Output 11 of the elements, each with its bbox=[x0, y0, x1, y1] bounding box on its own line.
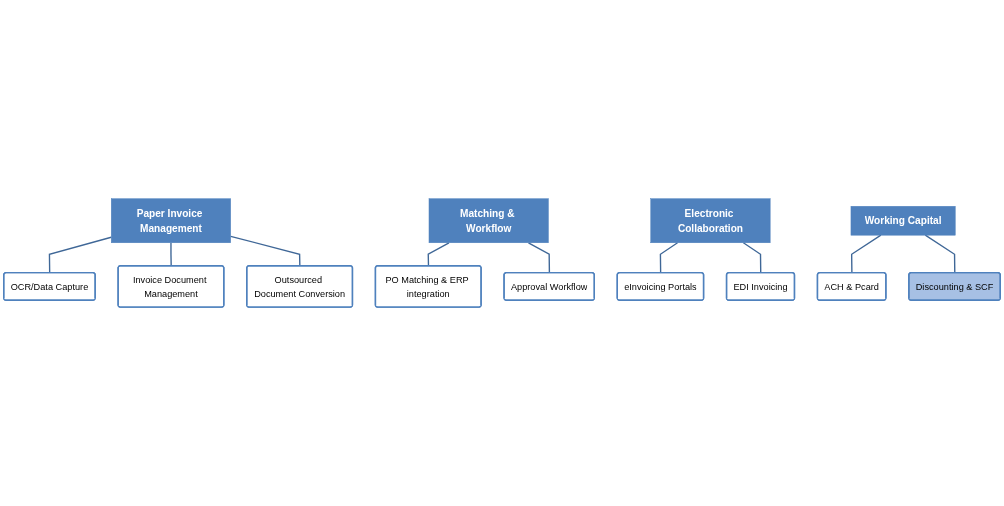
node-box: Paper Invoice Management bbox=[111, 198, 231, 244]
connector bbox=[924, 234, 956, 274]
connector bbox=[850, 234, 882, 274]
node-box: Matching & Workflow bbox=[428, 198, 549, 244]
connector bbox=[230, 235, 301, 267]
connector bbox=[742, 242, 762, 274]
connector bbox=[48, 236, 112, 274]
node-box: Electronic Collaboration bbox=[650, 198, 771, 244]
connector bbox=[427, 242, 450, 267]
node-box: Working Capital bbox=[850, 206, 956, 236]
connector bbox=[170, 242, 172, 267]
